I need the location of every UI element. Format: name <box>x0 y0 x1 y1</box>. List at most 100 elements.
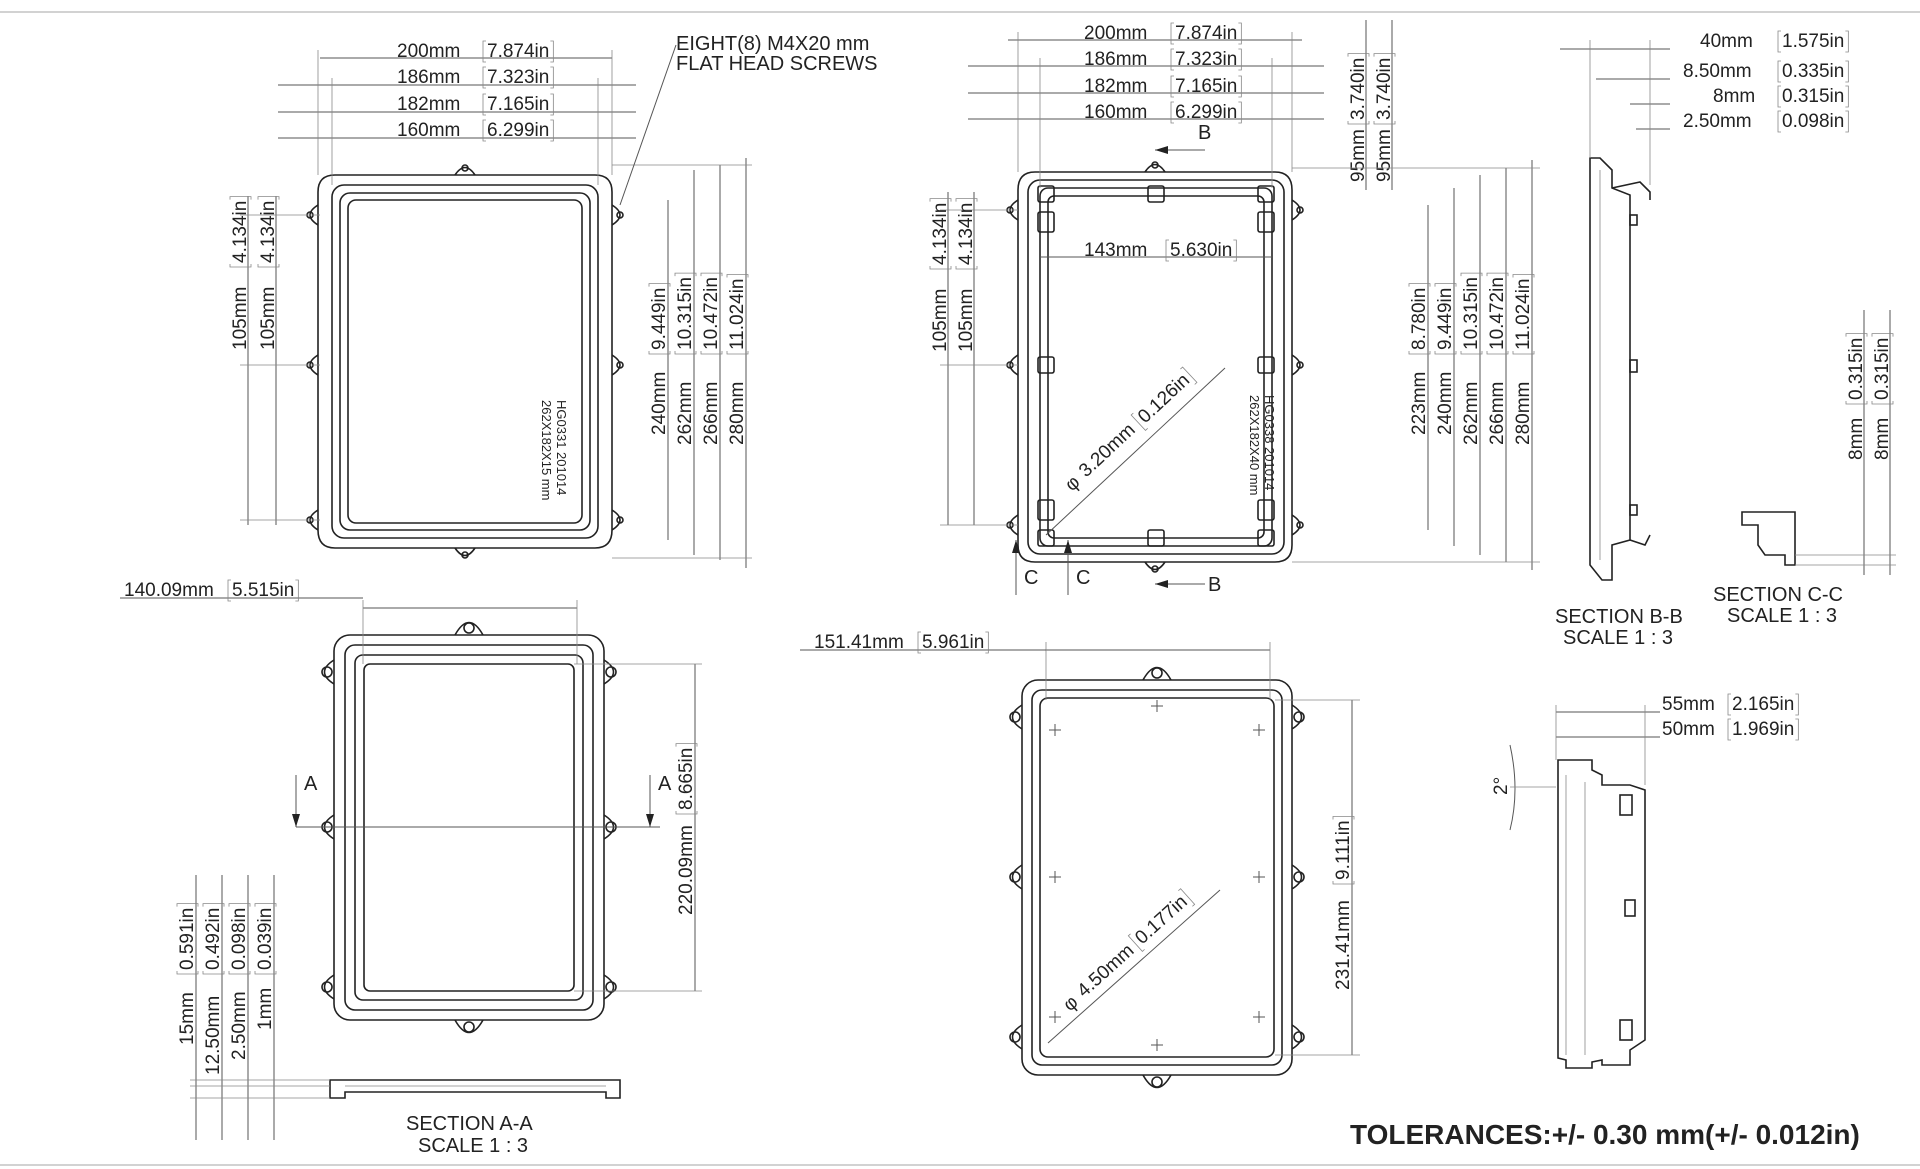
lid-bottom-width-in: 5.515in <box>232 580 294 601</box>
base-right-4-mm: 266mm <box>1487 382 1508 445</box>
base-top-view: HG0338 201014 262X182X40 mm B B C C φ 3.… <box>1006 122 1304 596</box>
lid-bottom-height-mm: 220.09mm <box>676 825 697 915</box>
lid-width-1-in: 7.874in <box>487 41 549 62</box>
base-right-5-mm: 280mm <box>1513 382 1534 445</box>
base-width-3-in: 7.165in <box>1175 76 1237 97</box>
base-right-1-mm: 223mm <box>1409 372 1430 435</box>
base-inner-width-mm: 143mm <box>1084 240 1147 261</box>
sheet-frame <box>0 11 1920 1166</box>
section-bb-dim3-mm: 8mm <box>1713 86 1755 107</box>
base-left-1-in: 4.134in <box>930 203 951 265</box>
base-width-2-in: 7.323in <box>1175 49 1237 70</box>
base-right-3-in: 10.315in <box>1461 277 1482 350</box>
section-a-left-marker: A <box>304 773 318 795</box>
lid-right-2-mm: 262mm <box>675 382 696 445</box>
side-dim1-mm: 55mm <box>1662 694 1715 715</box>
lid-width-4-mm: 160mm <box>397 120 460 141</box>
side-dim1-in: 2.165in <box>1732 694 1794 715</box>
lid-left-1-in: 4.134in <box>230 201 251 263</box>
base-left-1-mm: 105mm <box>930 289 951 352</box>
lid-width-4-in: 6.299in <box>487 120 549 141</box>
lid-right-4-in: 11.024in <box>727 279 748 351</box>
base-label-line1: HG0338 201014 <box>1262 395 1277 490</box>
lid-top-left-dimensions: 105mm 4.134in 105mm 4.134in <box>229 196 320 525</box>
base-bottom-diameter-in: 0.177in <box>1131 891 1191 948</box>
base-top-diameter-mm: 3.20mm <box>1075 419 1140 481</box>
base-bottom-height-in: 9.111in <box>1333 820 1354 880</box>
section-cc: 8mm 0.315in 8mm 0.315in SECTION C-C SCAL… <box>1713 310 1896 627</box>
lid-left-1-mm: 105mm <box>230 287 251 350</box>
screws-note-line1: EIGHT(8) M4X20 mm <box>676 33 869 55</box>
section-aa-dim2-mm: 12.50mm <box>203 996 224 1075</box>
section-aa-title: SECTION A-A <box>406 1113 533 1135</box>
base-left-2-mm: 105mm <box>956 289 977 352</box>
section-bb-scale: SCALE 1 : 3 <box>1563 627 1673 649</box>
base-width-4-mm: 160mm <box>1084 102 1147 123</box>
section-c-left-marker: C <box>1024 567 1038 589</box>
lid-top-right-dimensions: 240mm 9.449in 262mm 10.315in 266mm 10.47… <box>612 158 752 568</box>
side-dim2-in: 1.969in <box>1732 719 1794 740</box>
base-label-line2: 262X182X40 mm <box>1247 395 1262 495</box>
section-bb-title: SECTION B-B <box>1555 606 1683 628</box>
tolerances-note: TOLERANCES:+/- 0.30 mm(+/- 0.012in) <box>1350 1119 1860 1150</box>
lid-width-2-mm: 186mm <box>397 67 460 88</box>
base-right-4-in: 10.472in <box>1487 277 1508 350</box>
side-dim2-mm: 50mm <box>1662 719 1715 740</box>
section-cc-dim1-mm: 8mm <box>1846 418 1867 460</box>
section-cc-dim2-in: 0.315in <box>1872 338 1893 400</box>
screws-note-line2: FLAT HEAD SCREWS <box>676 53 878 75</box>
base-inner-width-in: 5.630in <box>1170 240 1232 261</box>
base-95mm-dimensions: 95mm 3.740in 95mm 3.740in <box>1347 20 1396 190</box>
screws-note: EIGHT(8) M4X20 mm FLAT HEAD SCREWS <box>619 33 878 206</box>
lid-width-1-mm: 200mm <box>397 41 460 62</box>
lid-width-3-mm: 182mm <box>397 94 460 115</box>
base-right-5-in: 11.024in <box>1513 279 1534 351</box>
section-bb-dim1-in: 1.575in <box>1782 31 1844 52</box>
section-bb-dim2-mm: 8.50mm <box>1683 61 1752 82</box>
lid-top-width-dimensions: 200mm 7.874in 186mm 7.323in 182mm 7.165i… <box>278 40 636 185</box>
section-cc-dim1-in: 0.315in <box>1846 338 1867 400</box>
lid-right-3-in: 10.472in <box>701 277 722 350</box>
base-top-diameter-symbol: φ <box>1061 472 1084 496</box>
lid-right-3-mm: 266mm <box>701 382 722 445</box>
base-top-left-dimensions: 105mm 4.134in 105mm 4.134in <box>929 192 1018 526</box>
base-bottom-width-mm: 151.41mm <box>814 632 904 653</box>
lid-top-view: HG0331 201014 262X182X15 mm <box>306 164 624 559</box>
lid-width-2-in: 7.323in <box>487 67 549 88</box>
section-aa-dim1-in: 0.591in <box>177 908 198 970</box>
lid-right-4-mm: 280mm <box>727 382 748 445</box>
base-95-2-in: 3.740in <box>1374 58 1395 120</box>
lid-label-line2: 262X182X15 mm <box>539 400 554 500</box>
section-aa-scale: SCALE 1 : 3 <box>418 1135 528 1157</box>
section-bb-dim3-in: 0.315in <box>1782 86 1844 107</box>
base-width-3-mm: 182mm <box>1084 76 1147 97</box>
section-bb-dim4-in: 0.098in <box>1782 111 1844 132</box>
base-bottom-width-in: 5.961in <box>922 632 984 653</box>
base-right-2-mm: 240mm <box>1435 372 1456 435</box>
base-width-1-mm: 200mm <box>1084 23 1147 44</box>
base-left-2-in: 4.134in <box>956 203 977 265</box>
section-aa-dim3-in: 0.098in <box>229 908 250 970</box>
side-view: 55mm 2.165in 50mm 1.969in 2° <box>1491 693 1799 1069</box>
section-aa: 15mm 0.591in 12.50mm 0.492in 2.50mm 0.09… <box>176 875 621 1157</box>
section-cc-dim2-mm: 8mm <box>1872 418 1893 460</box>
section-bb-dim2-in: 0.335in <box>1782 61 1844 82</box>
section-c-right-marker: C <box>1076 567 1090 589</box>
base-right-3-mm: 262mm <box>1461 382 1482 445</box>
section-b-bottom-marker: B <box>1208 574 1221 596</box>
base-width-4-in: 6.299in <box>1175 102 1237 123</box>
lid-bottom-width-mm: 140.09mm <box>124 580 214 601</box>
section-cc-title: SECTION C-C <box>1713 584 1843 606</box>
section-aa-dim4-mm: 1mm <box>255 988 276 1030</box>
lid-right-1-in: 9.449in <box>649 288 670 350</box>
base-95-2-mm: 95mm <box>1374 129 1395 182</box>
lid-left-2-mm: 105mm <box>258 287 279 350</box>
lid-right-2-in: 10.315in <box>675 277 696 350</box>
lid-width-3-in: 7.165in <box>487 94 549 115</box>
base-right-2-in: 9.449in <box>1435 288 1456 350</box>
base-right-1-in: 8.780in <box>1409 288 1430 350</box>
section-aa-dim4-in: 0.039in <box>255 908 276 970</box>
side-angle: 2° <box>1491 777 1512 795</box>
base-95-1-mm: 95mm <box>1348 129 1369 182</box>
